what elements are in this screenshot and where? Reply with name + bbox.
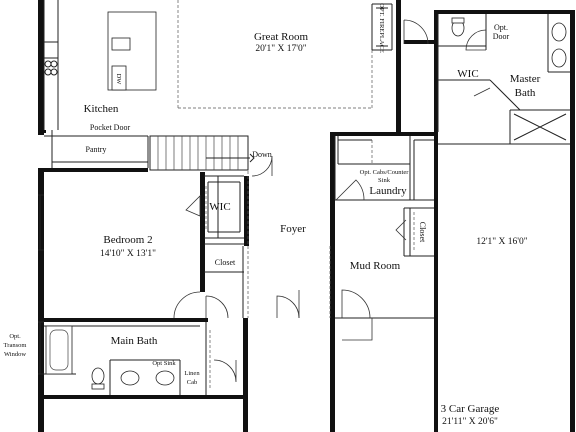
great-room-label: Great Room — [254, 31, 309, 43]
bed2-wic-label: WIC — [209, 201, 230, 213]
master-bath-line2: Bath — [515, 87, 536, 99]
kitchen-island — [107, 11, 157, 91]
master-bath-fixtures — [451, 17, 567, 68]
pocket-door-label: Pocket Door — [90, 123, 131, 132]
opt-cabs-line2: Sink — [378, 177, 391, 184]
opt-door-line1: Opt. — [494, 23, 508, 32]
pantry-label: Pantry — [86, 145, 107, 154]
main-bath-label: Main Bath — [111, 335, 158, 347]
transom-line3: Window — [4, 351, 26, 358]
mud-room-label: Mud Room — [350, 260, 401, 272]
stairs-down-label: Down — [252, 150, 272, 159]
kitchen-label: Kitchen — [84, 103, 119, 115]
main-bath-fixtures — [45, 325, 175, 390]
garage-label: 3 Car Garage — [441, 403, 500, 415]
bedroom2-dimensions: 14'10" X 13'1" — [100, 249, 156, 259]
opt-fireplace-label: OPT. FIREPLACE — [378, 3, 385, 53]
laundry-label: Laundry — [369, 185, 407, 197]
foyer-label: Foyer — [280, 223, 306, 235]
garage-upper-dimensions: 12'1" X 16'0" — [476, 237, 527, 247]
door-swings — [173, 19, 491, 383]
garage-dimensions: 21'11" X 20'6" — [442, 417, 498, 427]
linen-cab-line2: Cab — [187, 379, 197, 386]
staircase — [149, 135, 255, 171]
opt-door-line2: Door — [493, 32, 510, 41]
transom-line1: Opt. — [9, 333, 21, 340]
dishwasher-label: DW — [115, 74, 122, 86]
cooktop — [44, 60, 58, 76]
bed2-closet-label: Closet — [215, 258, 236, 267]
master-wic-label: WIC — [457, 68, 478, 80]
linen-cab-line1: Linen — [184, 370, 200, 377]
opt-cabs-line1: Opt. Cabs/Counter — [360, 169, 410, 176]
transom-line2: Transom — [4, 342, 27, 349]
exterior-walls — [38, 0, 575, 432]
bedroom2-label: Bedroom 2 — [103, 234, 152, 246]
mud-closet-label: Closet — [418, 222, 427, 243]
opt-sink-label: Opt Sink — [152, 360, 176, 367]
great-room-dimensions: 20'1" X 17'0" — [255, 44, 306, 54]
master-bath-line1: Master — [510, 73, 541, 85]
